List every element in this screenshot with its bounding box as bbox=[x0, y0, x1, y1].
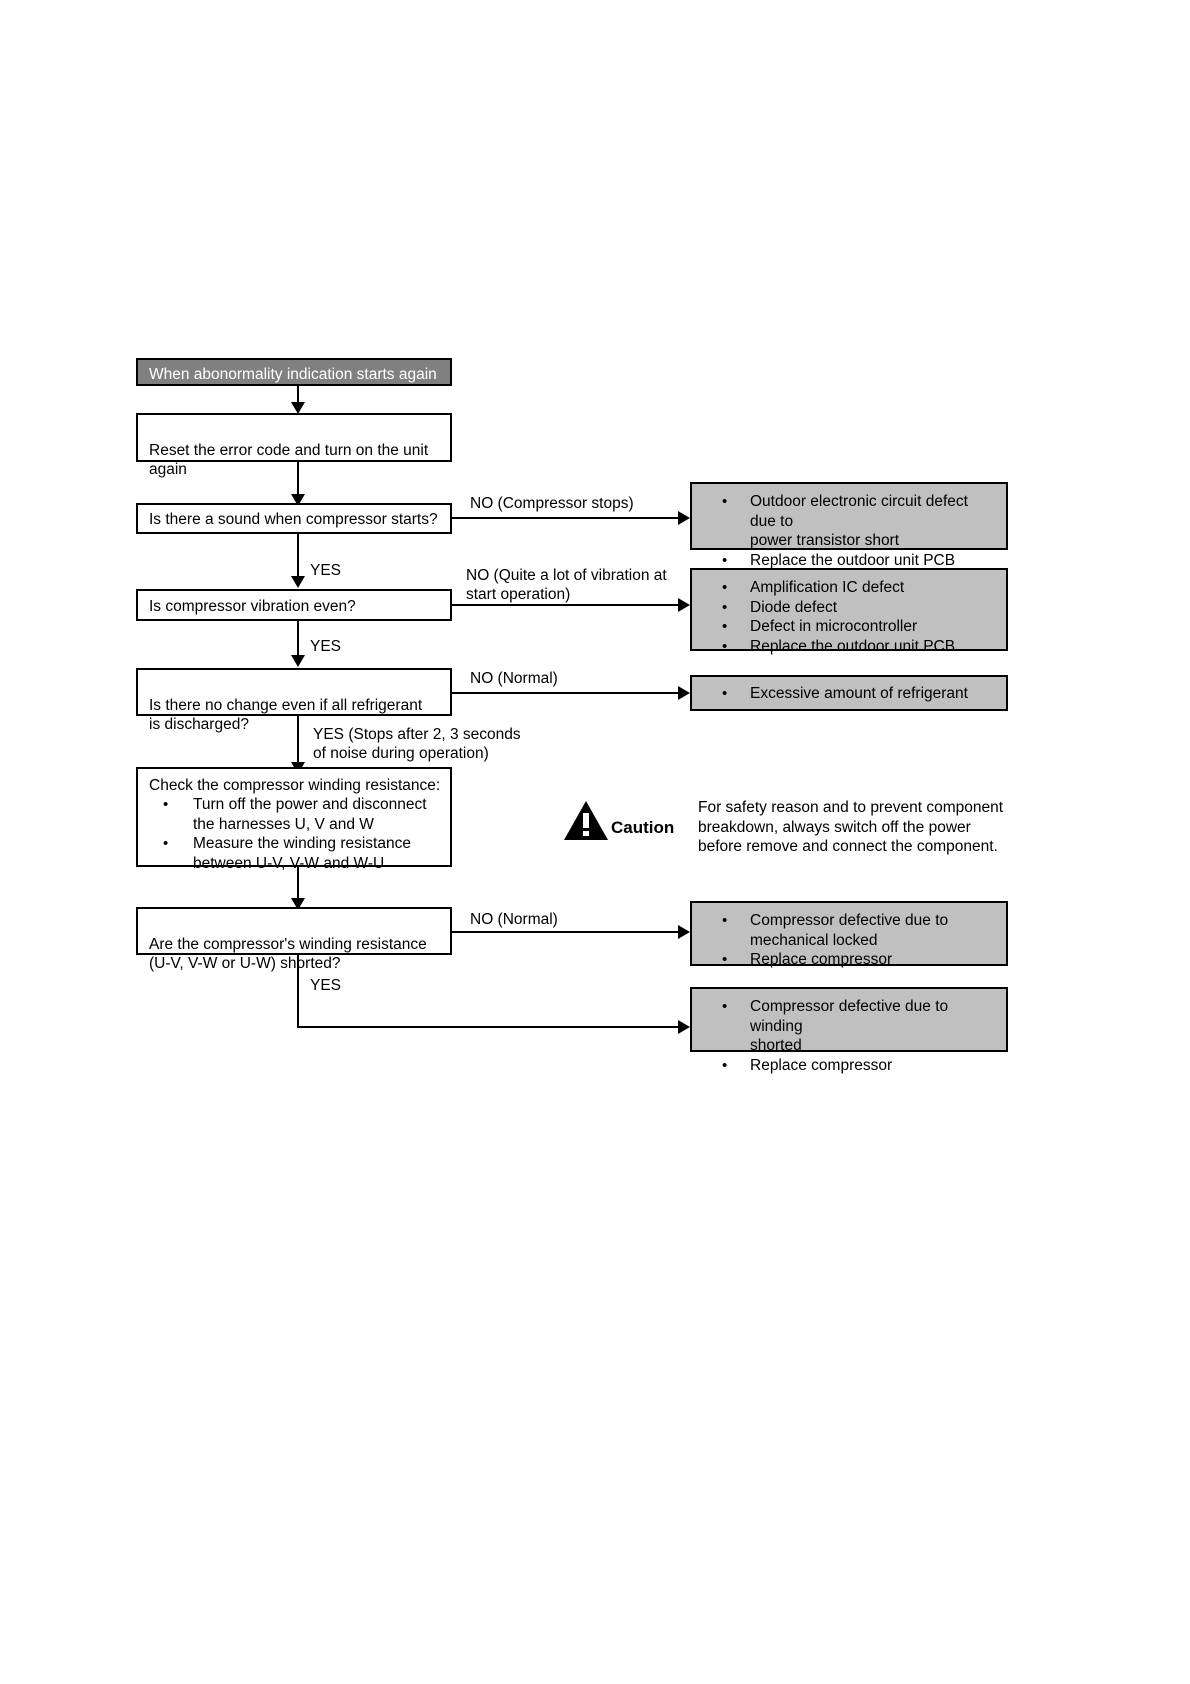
bullet-icon: • bbox=[722, 551, 728, 569]
caution-label: Caution bbox=[611, 818, 675, 837]
bullet-icon: • bbox=[722, 579, 728, 596]
edge-label-no-compressor-stops: NO (Compressor stops) bbox=[470, 495, 634, 512]
arrow-sound-to-vibration bbox=[291, 576, 305, 588]
list-item: • Replace compressor bbox=[700, 950, 998, 970]
step-bullet-text: Measure the winding resistance between U… bbox=[193, 835, 411, 872]
connector-vibration-to-refrigerant bbox=[297, 621, 299, 661]
edge-label-yes-2: YES bbox=[310, 638, 342, 655]
bullet-icon: • bbox=[722, 998, 728, 1015]
step-check-winding-heading: Check the compressor winding resistance: bbox=[149, 777, 441, 794]
step-reset-box: Reset the error code and turn on the uni… bbox=[136, 413, 452, 478]
list-item: • Compressor defective due to winding sho… bbox=[700, 997, 998, 1056]
caution-block: Caution For safety reason and to prevent… bbox=[563, 799, 1013, 870]
bullet-icon: • bbox=[722, 493, 728, 510]
edge-label-no-normal-1: NO (Normal) bbox=[470, 670, 558, 687]
bullet-icon: • bbox=[163, 796, 169, 813]
bullet-icon: • bbox=[722, 637, 728, 655]
step-sound-box: Is there a sound when compressor starts? bbox=[136, 503, 452, 534]
list-item: • Outdoor electronic circuit defect due t… bbox=[700, 492, 998, 551]
list-item: • Measure the winding resistance between … bbox=[149, 834, 440, 873]
result-bullet-text: Defect in microcontroller bbox=[750, 618, 918, 635]
result-bullet-text: Replace compressor bbox=[750, 951, 893, 968]
list-item: • Excessive amount of refrigerant bbox=[700, 684, 998, 704]
list-item: • Replace the outdoor unit PCB bbox=[700, 551, 998, 571]
bullet-icon: • bbox=[722, 618, 728, 635]
connector-reset-to-sound bbox=[297, 462, 299, 498]
bullet-icon: • bbox=[722, 912, 728, 929]
result-bullet-text: Compressor defective due to mechanical l… bbox=[750, 912, 949, 949]
result-winding-shorted-box: • Compressor defective due to winding sho… bbox=[690, 987, 1008, 1074]
bullet-icon: • bbox=[722, 1056, 728, 1074]
list-item: • Turn off the power and disconnect the h… bbox=[149, 795, 440, 834]
step-check-winding-list: • Turn off the power and disconnect the h… bbox=[149, 795, 440, 873]
edge-label-no-normal-2: NO (Normal) bbox=[470, 911, 558, 928]
connector-shorted-no bbox=[452, 931, 682, 933]
connector-check-to-shorted bbox=[297, 867, 299, 902]
result-winding-shorted-list: • Compressor defective due to winding sho… bbox=[700, 997, 998, 1075]
step-refrigerant-label: Is there no change even if all refrigera… bbox=[149, 697, 423, 733]
arrow-sound-no bbox=[678, 511, 690, 525]
connector-shorted-yes-vertical bbox=[297, 955, 299, 1028]
bullet-icon: • bbox=[722, 598, 728, 616]
bullet-icon: • bbox=[722, 685, 728, 702]
connector-vibration-no bbox=[452, 604, 682, 606]
result-outdoor-pcb-box: • Outdoor electronic circuit defect due t… bbox=[690, 482, 1008, 569]
list-item: • Replace the outdoor unit PCB bbox=[700, 637, 998, 657]
list-item: • Replace compressor bbox=[700, 1056, 998, 1076]
arrow-header-to-reset bbox=[291, 402, 305, 414]
bullet-icon: • bbox=[722, 951, 728, 968]
list-item: • Defect in microcontroller bbox=[700, 617, 998, 637]
edge-label-yes-stops: YES (Stops after 2, 3 seconds of noise d… bbox=[313, 726, 521, 762]
list-item: • Compressor defective due to mechanical … bbox=[700, 911, 998, 950]
list-item: • Amplification IC defect bbox=[700, 578, 998, 598]
edge-label-yes-1: YES bbox=[310, 562, 342, 579]
warning-triangle-icon bbox=[563, 800, 609, 842]
arrow-shorted-no bbox=[678, 925, 690, 939]
flow-header-label: When abonormality indication starts agai… bbox=[149, 366, 437, 383]
result-bullet-text: Compressor defective due to winding shor… bbox=[750, 998, 949, 1054]
result-mechanical-locked-list: • Compressor defective due to mechanical … bbox=[700, 911, 998, 970]
result-ic-diode-list: • Amplification IC defect • Diode defect •… bbox=[700, 578, 998, 656]
flow-header-box: When abonormality indication starts agai… bbox=[136, 358, 452, 386]
step-bullet-text: Turn off the power and disconnect the ha… bbox=[193, 796, 427, 833]
result-bullet-text: Amplification IC defect bbox=[750, 579, 905, 596]
step-shorted-label: Are the compressor's winding resistance … bbox=[149, 936, 427, 972]
step-check-winding-box: Check the compressor winding resistance:… bbox=[136, 767, 452, 872]
step-refrigerant-box: Is there no change even if all refrigera… bbox=[136, 668, 452, 733]
step-reset-label: Reset the error code and turn on the uni… bbox=[149, 442, 429, 478]
result-bullet-text: Diode defect bbox=[750, 598, 838, 616]
caution-text: For safety reason and to prevent compone… bbox=[698, 799, 1004, 855]
connector-refrigerant-no bbox=[452, 692, 682, 694]
result-bullet-text: Excessive amount of refrigerant bbox=[750, 685, 968, 702]
result-ic-diode-box: • Amplification IC defect • Diode defect •… bbox=[690, 568, 1008, 655]
arrow-shorted-yes bbox=[678, 1020, 690, 1034]
result-bullet-text: Outdoor electronic circuit defect due to… bbox=[750, 493, 968, 549]
connector-shorted-yes-horizontal bbox=[297, 1026, 682, 1028]
edge-label-no-vibration: NO (Quite a lot of vibration at start op… bbox=[466, 567, 667, 603]
result-bullet-text: Replace compressor bbox=[750, 1056, 893, 1074]
list-item: • Diode defect bbox=[700, 598, 998, 618]
arrow-vibration-no bbox=[678, 598, 690, 612]
connector-sound-no bbox=[452, 517, 682, 519]
result-excess-refrigerant-box: • Excessive amount of refrigerant bbox=[690, 675, 1008, 711]
connector-refrigerant-to-check bbox=[297, 716, 299, 766]
result-excess-refrigerant-list: • Excessive amount of refrigerant bbox=[700, 684, 998, 704]
result-bullet-text: Replace the outdoor unit PCB bbox=[750, 637, 956, 655]
result-mechanical-locked-box: • Compressor defective due to mechanical … bbox=[690, 901, 1008, 968]
connector-header-to-reset bbox=[297, 386, 299, 406]
step-sound-label: Is there a sound when compressor starts? bbox=[149, 511, 438, 528]
step-shorted-box: Are the compressor's winding resistance … bbox=[136, 907, 452, 972]
arrow-refrigerant-no bbox=[678, 686, 690, 700]
edge-label-yes-3: YES bbox=[310, 977, 342, 994]
arrow-vibration-to-refrigerant bbox=[291, 655, 305, 667]
result-outdoor-pcb-list: • Outdoor electronic circuit defect due t… bbox=[700, 492, 998, 570]
step-vibration-label: Is compressor vibration even? bbox=[149, 598, 356, 615]
connector-sound-to-vibration bbox=[297, 534, 299, 580]
bullet-icon: • bbox=[163, 835, 169, 852]
result-bullet-text: Replace the outdoor unit PCB bbox=[750, 551, 956, 569]
step-vibration-box: Is compressor vibration even? bbox=[136, 589, 452, 621]
